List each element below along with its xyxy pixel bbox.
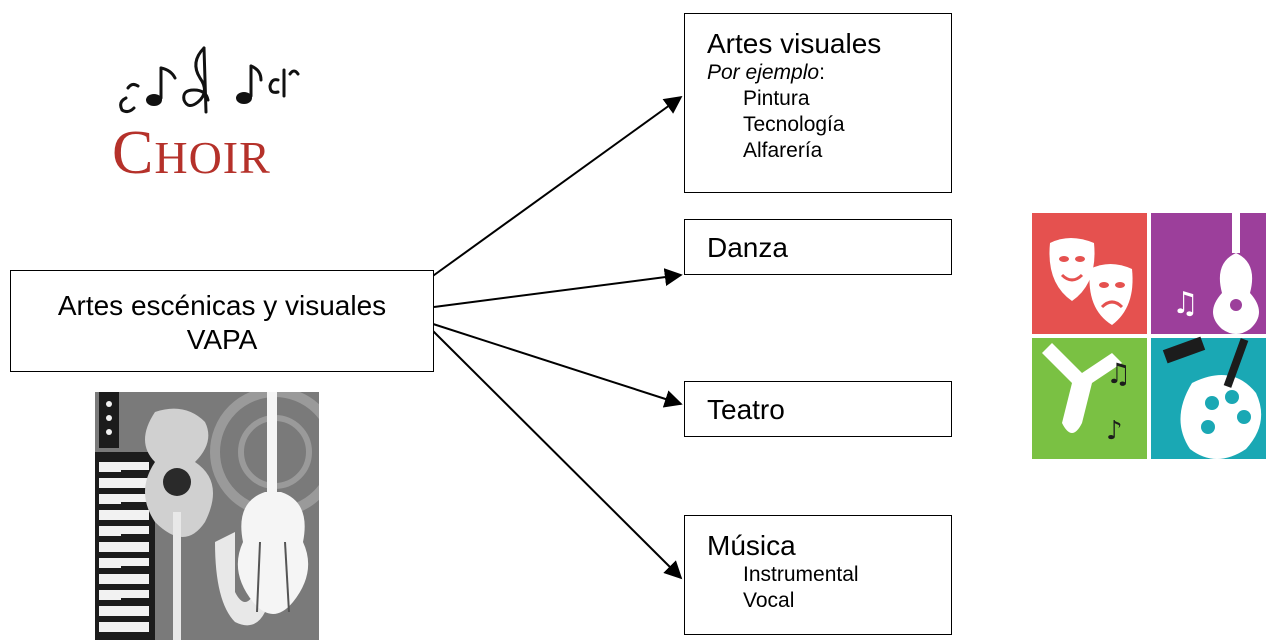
visual-arts-title: Artes visuales [707, 28, 882, 59]
arrow-to-visual-arts [429, 95, 683, 279]
list-item-pottery: Alfarería [743, 139, 823, 162]
theatre-node: Teatro [684, 381, 952, 437]
vapa-title: Artes escénicas y visuales [57, 290, 387, 321]
example-colon: : [819, 61, 825, 84]
list-item-painting: Pintura [743, 87, 810, 110]
list-item-instrumental: Instrumental [743, 563, 859, 586]
choir-logo: CHOIR [108, 40, 318, 187]
arts-quad-logo: ♫ ♫ ♪ [1032, 213, 1266, 459]
instruments-image [95, 392, 319, 640]
theater-masks-icon [1049, 238, 1133, 325]
dancer-icon [1042, 343, 1122, 433]
instruments-collage [95, 392, 319, 640]
choir-wordmark: CHOIR [112, 118, 271, 189]
palette-icon [1162, 336, 1262, 459]
example-prefix: Por ejemplo [707, 61, 820, 84]
music-notes-icon [119, 46, 300, 114]
visual-arts-node: Artes visuales Por ejemplo: Pintura Tecn… [684, 13, 952, 193]
arrow-to-theatre [429, 322, 683, 408]
svg-text:♫: ♫ [1106, 357, 1131, 390]
guitar-icon [1213, 213, 1259, 334]
vapa-node: Artes escénicas y visuales VAPA [10, 270, 434, 372]
arts-quad-image: ♫ ♫ ♪ [1032, 213, 1266, 459]
vapa-acronym: VAPA [186, 324, 258, 355]
dance-title: Danza [707, 232, 788, 263]
list-item-vocal: Vocal [743, 589, 795, 612]
dance-node: Danza [684, 219, 952, 275]
music-node: Música Instrumental Vocal [684, 515, 952, 635]
list-item-technology: Tecnología [743, 113, 845, 136]
svg-text:♪: ♪ [1106, 416, 1123, 446]
visual-arts-list: Pintura Tecnología Alfarería [707, 86, 951, 164]
example-label: Por ejemplo: [707, 60, 951, 86]
arrow-to-dance [433, 268, 683, 308]
svg-text:♫: ♫ [1172, 286, 1199, 321]
choir-rest: HOIR [154, 132, 271, 183]
music-title: Música [707, 530, 796, 561]
arrow-to-music [431, 329, 683, 580]
music-list: Instrumental Vocal [707, 562, 951, 614]
theatre-title: Teatro [707, 394, 785, 425]
choir-cap: C [112, 119, 155, 187]
